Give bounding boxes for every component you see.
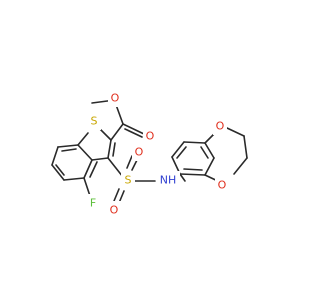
bond [204,157,215,176]
bond [63,177,85,181]
atom-labels: S O O S O O NH F O O [86,89,229,219]
bond [171,141,185,158]
atom-label: S [125,174,132,187]
bond [91,157,109,161]
bond [183,141,206,144]
bond [112,142,116,157]
bond [176,146,187,159]
bond [124,128,143,138]
bond [226,127,245,137]
bond [113,188,120,202]
atom-label: O [110,204,119,217]
atom-label: F [90,197,96,210]
bond [55,164,65,176]
atom-label: O [216,120,225,133]
bond [77,144,93,161]
bond [107,157,124,178]
bond [77,132,89,146]
bond [83,159,93,179]
atom-label: S [91,115,98,128]
bond [200,146,209,159]
bond [243,135,248,159]
bond [89,161,98,178]
atom-label: NH [160,174,177,187]
bond [83,177,91,197]
bond [122,123,145,135]
bond [126,155,133,169]
atom-label: O [135,146,144,159]
bond [51,164,65,181]
bond [183,168,203,171]
bond [110,123,124,141]
atom-label: O [218,179,227,192]
bond [57,144,79,148]
molecule-structure: S O O S O O NH F O O [51,89,248,219]
bond [61,148,77,152]
bond [233,157,248,175]
bond [107,139,112,159]
bond [179,173,206,176]
bonds [51,99,248,204]
bond [179,173,186,182]
atom-label: O [146,130,155,143]
bond [204,142,215,159]
atom-label: O [111,92,120,105]
bond [51,146,59,166]
